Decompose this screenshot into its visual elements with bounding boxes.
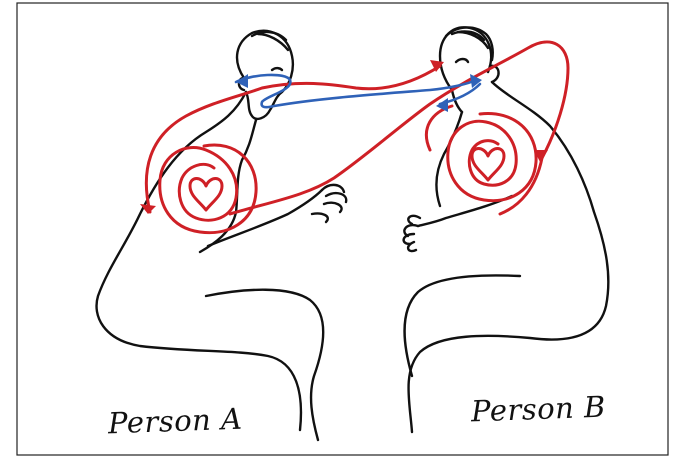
label-person-a: Person A: [107, 402, 243, 441]
person-b-lap: [405, 275, 521, 376]
person-a-figure: [97, 31, 347, 440]
image-border: [17, 3, 668, 455]
person-b-figure: [404, 27, 609, 432]
person-b-heart: [472, 149, 504, 181]
person-a-heart: [190, 179, 222, 211]
speech-line-a-to-b: [236, 75, 476, 107]
person-b-heart-spiral: [448, 114, 536, 201]
label-person-b: Person B: [470, 390, 606, 429]
person-a-back: [97, 92, 301, 430]
person-a-eye: [272, 68, 282, 70]
heart-loop-arrows: [146, 42, 568, 233]
person-b-eye: [456, 59, 468, 62]
person-a-hair: [252, 32, 288, 50]
person-b-hair: [446, 27, 493, 60]
person-a-arm: [208, 190, 322, 246]
person-a-hand: [312, 185, 346, 222]
person-b-hand: [404, 216, 420, 251]
